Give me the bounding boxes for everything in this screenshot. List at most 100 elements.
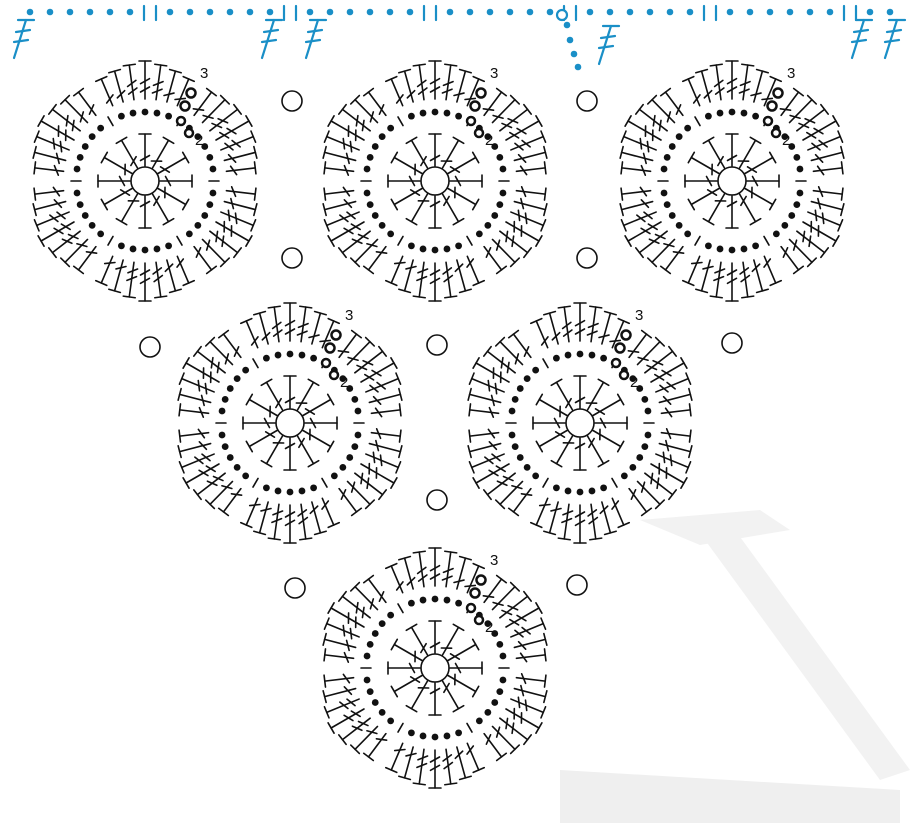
join-ring	[285, 578, 305, 598]
border-chain-dot	[727, 9, 734, 16]
round-label-2: 2	[340, 374, 348, 391]
border-start-dot	[557, 10, 567, 20]
chain-dot	[222, 396, 229, 403]
round1-stitch	[429, 134, 441, 166]
chain-dot	[600, 484, 607, 491]
chain-dot	[408, 242, 415, 249]
round3-stitch	[531, 319, 548, 348]
chain-dot	[142, 247, 149, 254]
border-chain-dot	[387, 9, 394, 16]
round3-stitch	[645, 473, 676, 499]
round3-stitch	[710, 64, 724, 99]
round1-stitch	[726, 196, 738, 228]
round-start-dot	[768, 102, 777, 111]
round1-stitch	[574, 376, 586, 408]
round-label-3: 3	[787, 65, 795, 82]
chain-dot	[788, 212, 795, 219]
round3-stitch	[413, 64, 427, 99]
round1-stitch	[429, 621, 441, 653]
border-chain-dot	[27, 9, 34, 16]
chain-dot	[781, 222, 788, 229]
round3-stitch	[558, 504, 572, 539]
join-ring	[577, 248, 597, 268]
round-label-3: 3	[490, 65, 498, 82]
round3-stitch	[636, 231, 667, 257]
round3-stitch	[339, 718, 370, 744]
chain-dot	[476, 230, 483, 237]
chain-dot	[351, 396, 358, 403]
round3-stitch	[574, 505, 586, 543]
round3-stitch	[38, 116, 74, 141]
round3-stitch	[123, 262, 137, 297]
chain-dot	[351, 443, 358, 450]
border-chain-dot	[267, 9, 274, 16]
chain-dot	[512, 443, 519, 450]
round3-stitch	[309, 312, 326, 344]
chain-dot	[408, 113, 415, 120]
round3-stitch	[751, 70, 768, 102]
chain-dot	[641, 443, 648, 450]
chain-dot	[484, 222, 491, 229]
round3-stitch	[429, 548, 441, 586]
chain-dot	[263, 484, 270, 491]
round-start-dot	[616, 344, 625, 353]
round1-stitch	[388, 662, 420, 674]
border-chain-dot	[807, 9, 814, 16]
border-chain-dot	[327, 9, 334, 16]
round1-stitch	[298, 436, 319, 467]
round3-stitch	[726, 61, 738, 99]
round3-stitch	[514, 634, 546, 650]
round3-stitch	[361, 464, 397, 489]
round3-stitch	[179, 429, 209, 442]
round3-stitch	[323, 687, 355, 703]
round1-stitch	[688, 152, 719, 174]
round-label-2: 2	[485, 619, 493, 636]
round1-stitch	[745, 152, 776, 173]
round3-stitch	[123, 64, 137, 99]
magic-ring	[131, 167, 159, 195]
round3-stitch	[386, 256, 405, 285]
slip-stitch	[695, 236, 700, 245]
round3-stitch	[506, 222, 542, 247]
round3-stitch	[241, 498, 260, 527]
round1-stitch	[593, 429, 624, 451]
border-chain-dot	[487, 9, 494, 16]
round3-stitch	[268, 504, 282, 539]
round3-stitch	[152, 64, 166, 99]
chain-dot	[242, 367, 249, 374]
chain-dot	[661, 190, 668, 197]
join-ring	[282, 248, 302, 268]
round3-stitch	[803, 222, 839, 247]
round1-stitch	[450, 662, 482, 674]
chain-dot	[227, 454, 234, 461]
round-label-2: 2	[485, 132, 493, 149]
chain-dot	[793, 201, 800, 208]
round1-stitch	[536, 431, 567, 452]
chain-dot	[455, 113, 462, 120]
round-start-dot	[475, 616, 483, 624]
round1-stitch	[243, 417, 275, 429]
chain-dot	[206, 154, 213, 161]
chain-dot	[275, 488, 282, 495]
round3-stitch	[413, 262, 427, 297]
round3-stitch	[322, 498, 339, 527]
round3-stitch	[636, 105, 667, 131]
magic-ring	[566, 409, 594, 437]
chain-dot	[509, 432, 516, 439]
round1-stitch	[296, 379, 318, 410]
round3-stitch	[574, 303, 586, 341]
chain-dot	[517, 385, 524, 392]
round3-stitch	[297, 306, 311, 341]
round3-stitch	[355, 473, 386, 499]
chain-dot	[364, 190, 371, 197]
chain-dot	[346, 454, 353, 461]
round1-stitch	[574, 438, 586, 470]
round1-stitch	[688, 189, 719, 210]
chain-dot	[118, 113, 125, 120]
chain-dot	[89, 222, 96, 229]
round1-stitch	[448, 674, 479, 696]
chain-dot	[500, 190, 507, 197]
round1-stitch	[551, 379, 572, 410]
chain-dot	[589, 352, 596, 359]
round1-stitch	[303, 429, 334, 451]
